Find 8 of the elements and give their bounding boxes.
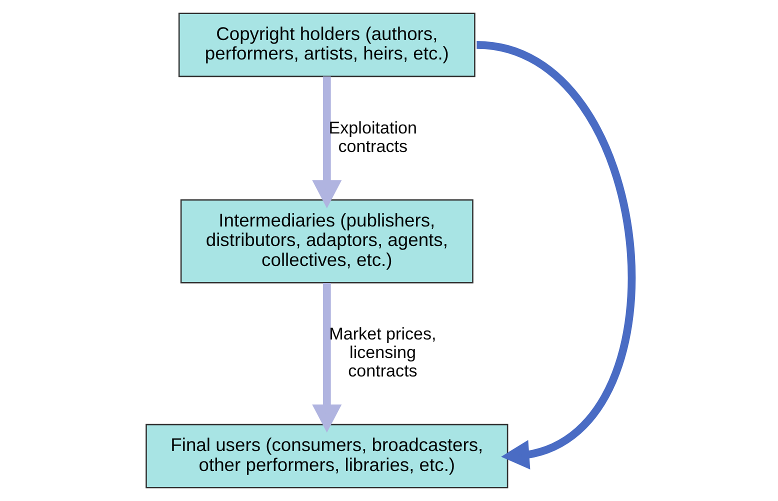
node-box: Final users (consumers, broadcasters, other performers, libraries, etc.) <box>146 424 508 488</box>
edge-label: Exploitation contracts <box>328 118 417 156</box>
edge-label: Market prices, licensing contracts <box>329 324 436 380</box>
arrow <box>312 283 342 433</box>
node-box: Copyright holders (authors, performers, artists, heirs, etc.) <box>178 12 476 78</box>
arrow <box>476 41 636 470</box>
arrow <box>312 76 342 208</box>
node-box: Intermediaries (publishers, distributors, adaptors, agents, collectives, etc.) <box>180 199 474 284</box>
